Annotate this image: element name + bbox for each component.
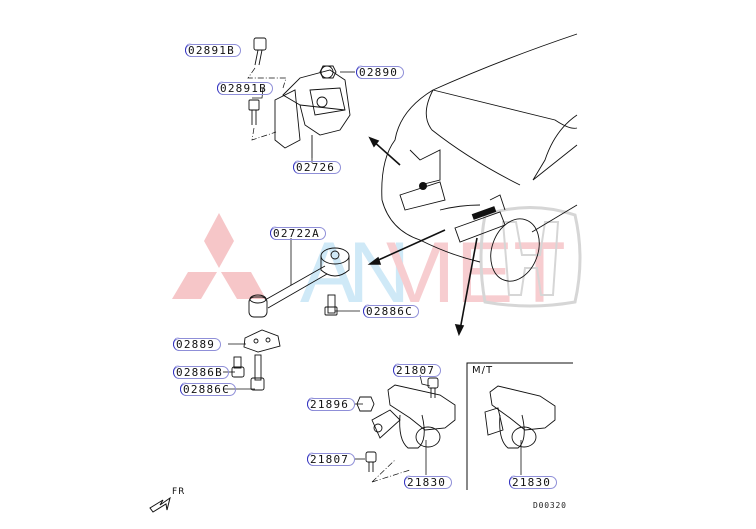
mt-inset-frame bbox=[466, 362, 573, 490]
front-direction-label: FR bbox=[172, 487, 186, 497]
part-label-21896[interactable]: 21896 bbox=[306, 397, 356, 411]
part-label-21807-bottom[interactable]: 21807 bbox=[306, 452, 356, 466]
part-label-02889[interactable]: 02889 bbox=[172, 337, 222, 351]
h-emblem-watermark-icon bbox=[479, 206, 582, 308]
part-label-21807-top[interactable]: 21807 bbox=[392, 363, 442, 377]
leader-lines bbox=[223, 49, 522, 475]
dash-dot-lines bbox=[247, 67, 287, 141]
trans-mount-21830 bbox=[356, 377, 456, 472]
mt-trans-mount bbox=[484, 385, 556, 449]
part-label-02722a[interactable]: 02722A bbox=[270, 226, 326, 240]
part-label-21830-mt[interactable]: 21830 bbox=[508, 475, 558, 489]
roll-rod-02722a bbox=[248, 247, 350, 318]
part-label-02891b-top[interactable]: 02891B bbox=[185, 43, 241, 57]
part-label-02886c-right[interactable]: 02886C bbox=[363, 304, 419, 318]
part-label-02891b-lower[interactable]: 02891B bbox=[217, 81, 273, 95]
dash-dot-lines-trans bbox=[371, 459, 411, 483]
front-direction-arrow-icon bbox=[149, 496, 171, 513]
part-label-02890[interactable]: 02890 bbox=[355, 65, 405, 79]
part-label-02726[interactable]: 02726 bbox=[292, 160, 342, 174]
part-label-21830[interactable]: 21830 bbox=[403, 475, 453, 489]
engine-mount-02726 bbox=[248, 37, 351, 158]
leader-arrows bbox=[367, 136, 478, 337]
diagram-code: D00320 bbox=[533, 501, 567, 510]
inset-title-mt: M/T bbox=[472, 365, 494, 376]
svg-text:A: A bbox=[300, 225, 358, 321]
mount-points bbox=[419, 182, 497, 220]
part-label-02886c[interactable]: 02886C bbox=[180, 382, 236, 396]
three-diamond-watermark-icon bbox=[172, 213, 266, 299]
part-label-02886b[interactable]: 02886B bbox=[173, 365, 229, 379]
bracket-02889 bbox=[231, 329, 281, 391]
